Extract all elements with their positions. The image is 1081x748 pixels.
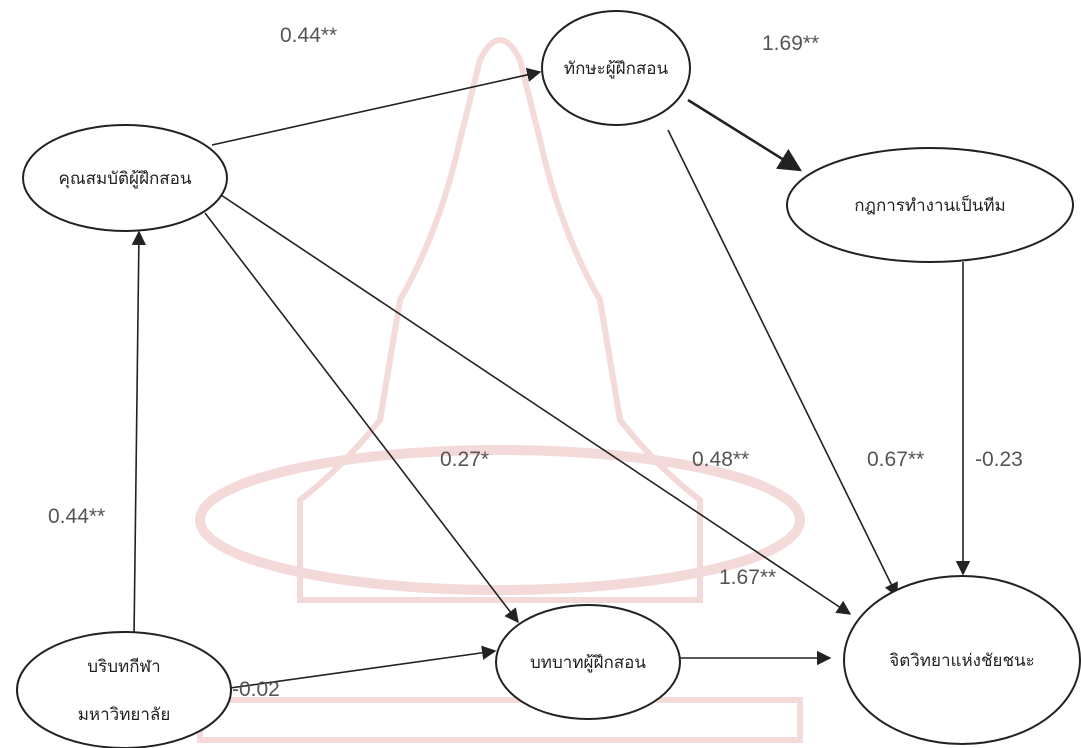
coef-role-to-psychology: 1.67** [719, 566, 776, 589]
coef-qualification-to-role: 0.27* [440, 448, 489, 471]
node-trainer-skill-label: ทักษะผู้ฝึกสอน [564, 59, 669, 79]
node-winning-psychology: จิตวิทยาแห่งชัยชนะ [843, 575, 1081, 745]
coef-qualification-to-psychology: 0.48** [692, 448, 749, 471]
node-university-sport-context-label-line1: บริบทกีฬา [87, 657, 160, 677]
coef-teamwork-to-psychology-b: -0.23 [975, 448, 1023, 471]
edge-qualification-to-role [204, 212, 519, 624]
node-teamwork-rules: กฎการทำงานเป็นทีม [786, 147, 1074, 263]
watermark-emblem [195, 37, 805, 743]
edge-qualification-to-skill [211, 67, 542, 146]
coef-skill-to-teamwork: 1.69** [762, 32, 819, 55]
node-teamwork-rules-label: กฎการทำงานเป็นทีม [854, 194, 1006, 216]
node-university-sport-context-label-line2: มหาวิทยาลัย [78, 705, 171, 725]
node-winning-psychology-label: จิตวิทยาแห่งชัยชนะ [889, 651, 1035, 671]
node-trainer-qualification: คุณสมบัติผู้ฝึกสอน [22, 124, 228, 232]
node-university-sport-context: บริบทกีฬา มหาวิทยาลัย [16, 631, 232, 748]
node-trainer-skill: ทักษะผู้ฝึกสอน [541, 10, 691, 126]
coef-qualification-to-skill: 0.44** [280, 24, 337, 47]
node-trainer-role-label: บทบาทผู้ฝึกสอน [530, 653, 646, 673]
coef-context-to-role: -0.02 [232, 678, 280, 701]
edge-context-to-role [229, 645, 497, 689]
coef-context-to-qualification: 0.44** [48, 505, 105, 528]
node-trainer-qualification-label: คุณสมบัติผู้ฝึกสอน [59, 169, 192, 189]
edge-context-to-qualification [131, 230, 147, 639]
coef-teamwork-to-psychology-a: 0.67** [867, 448, 924, 471]
edge-skill-to-teamwork [687, 98, 802, 172]
edge-skill-to-psychology [667, 129, 898, 598]
node-trainer-role: บทบาทผู้ฝึกสอน [495, 604, 681, 720]
edge-qualification-to-psychology [217, 192, 852, 615]
